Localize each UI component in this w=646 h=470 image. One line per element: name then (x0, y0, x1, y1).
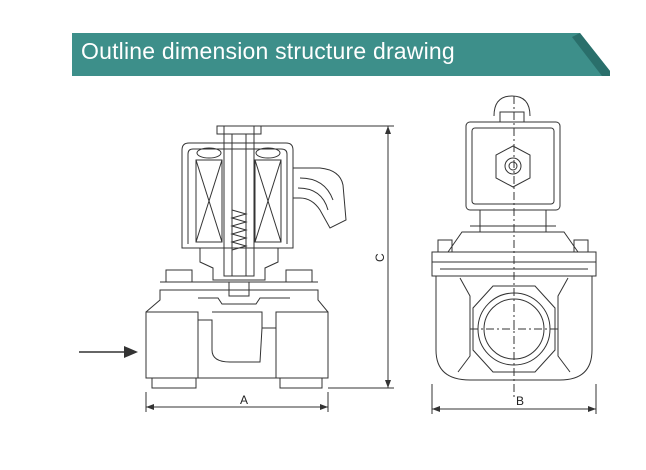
coil-front (465, 121, 561, 211)
cable-gland (293, 167, 347, 229)
body-rib-right (557, 277, 571, 373)
dim-c-label: C (373, 253, 387, 262)
coil-housing-inner (187, 148, 288, 244)
dim-a-arrow (146, 404, 154, 410)
plunger (228, 281, 250, 297)
nut-hole (508, 161, 518, 171)
bolt-front-left (437, 239, 453, 253)
section-banner: Outline dimension structure drawing (72, 33, 612, 76)
bolt-front-right (573, 239, 589, 253)
terminal-knob (493, 95, 531, 117)
flow-arrow-head (124, 346, 138, 358)
winding-hatch (254, 159, 282, 243)
seat (212, 311, 263, 328)
bolt-right (285, 269, 313, 283)
coil-cap-right (255, 147, 281, 159)
coil-housing (181, 142, 294, 249)
port-hex (472, 285, 556, 373)
dim-b-arrow (432, 406, 440, 412)
body-foot-left (151, 378, 197, 389)
dim-b-arrow (588, 406, 596, 412)
dim-c-arrow (385, 126, 391, 134)
banner-title: Outline dimension structure drawing (81, 38, 455, 64)
tube-cap (216, 125, 262, 135)
nut-ring (504, 157, 522, 175)
dim-c-arrow (385, 380, 391, 388)
coil-front-inner (471, 127, 555, 205)
body-rib-left (457, 277, 471, 373)
outlet-port (275, 311, 329, 379)
spring (230, 209, 248, 251)
body-front (435, 276, 593, 381)
dim-b-label: B (516, 394, 524, 408)
flow-path (198, 319, 276, 363)
dimension-c: C (255, 125, 394, 389)
diaphragm (198, 297, 290, 305)
dim-a-label: A (240, 393, 248, 407)
hex-nut (495, 145, 531, 188)
banner-shape (72, 33, 610, 76)
dimension-a: A (145, 392, 329, 412)
winding-hatch (195, 159, 223, 243)
body-foot-right (279, 378, 323, 389)
coil-winding-right (254, 159, 282, 243)
banner-fold (572, 33, 610, 76)
coil-winding-left (195, 159, 223, 243)
valve-body (145, 289, 329, 379)
terminal-base (499, 111, 525, 123)
coil-neck (479, 209, 547, 233)
dim-a-arrow (320, 404, 328, 410)
dimension-b: B (431, 384, 597, 414)
coil-cap-left (196, 147, 222, 159)
front-view (431, 95, 597, 400)
cable-line (299, 177, 334, 201)
banner-fill (72, 33, 610, 76)
bonnet-front (447, 231, 579, 253)
bonnet (199, 248, 279, 281)
inlet-port (145, 311, 199, 379)
section-view (79, 125, 347, 389)
cable-line (297, 187, 329, 211)
bolt-left (165, 269, 193, 283)
